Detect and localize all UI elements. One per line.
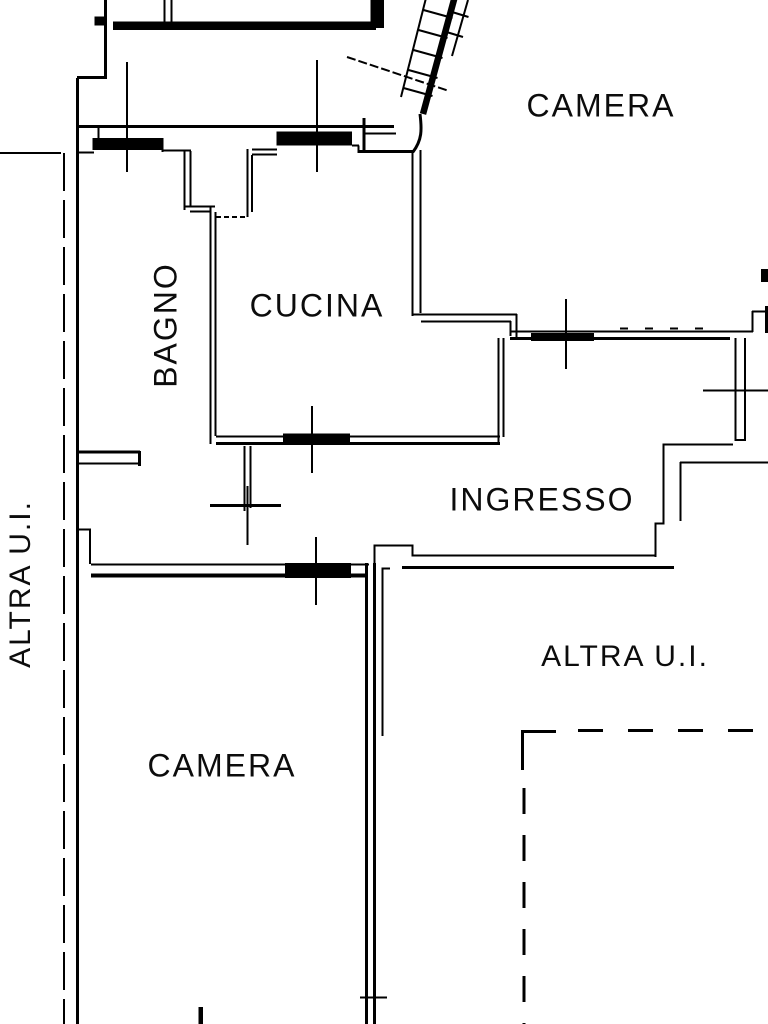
wall-segment <box>654 443 733 557</box>
door-markers <box>210 299 594 605</box>
room-label-camera-bottom: CAMERA <box>147 747 297 784</box>
window-sill <box>276 131 352 146</box>
room-label-cucina: CUCINA <box>249 287 385 324</box>
room-label-ingresso: INGRESSO <box>449 481 635 518</box>
wall-segment <box>411 113 423 153</box>
hatch-rung <box>408 69 438 79</box>
interior-walls-hall <box>76 446 369 578</box>
door-threshold <box>285 563 351 578</box>
hatch-rung <box>446 31 464 38</box>
room-label-altra-ui-left: ALTRA U.I. <box>4 500 37 668</box>
wall-segment <box>400 0 427 98</box>
room-label-camera-top: CAMERA <box>526 87 676 124</box>
room-label-bagno: BAGNO <box>147 262 184 388</box>
door-swing-line <box>346 56 450 92</box>
wall-segment <box>381 567 390 736</box>
dashed-outline-corner <box>521 730 556 770</box>
wall-segment <box>373 544 656 565</box>
wall-segment <box>451 0 469 57</box>
left-unit-boundary <box>0 151 66 1024</box>
adjacent-unit-dashed-outline <box>521 729 768 1024</box>
hatch-rung <box>418 29 448 39</box>
hatch-rung <box>423 9 453 19</box>
hatch-rung <box>413 49 443 59</box>
hatch-rung <box>451 11 469 18</box>
interior-walls-bagno-cucina <box>183 118 518 445</box>
exterior-walls <box>75 0 394 1024</box>
wall-end-block <box>370 0 384 28</box>
room-label-altra-ui-right: ALTRA U.I. <box>541 640 709 673</box>
hatch-rung <box>403 87 433 97</box>
stairwell-hatched-wall <box>346 0 469 153</box>
thick-top-wall <box>113 21 376 30</box>
interior-walls-camera <box>198 563 390 1024</box>
door-threshold <box>283 433 350 445</box>
wall-notch <box>94 16 106 26</box>
windows <box>92 60 360 172</box>
wall-stub <box>761 269 768 282</box>
door-threshold <box>531 333 594 341</box>
